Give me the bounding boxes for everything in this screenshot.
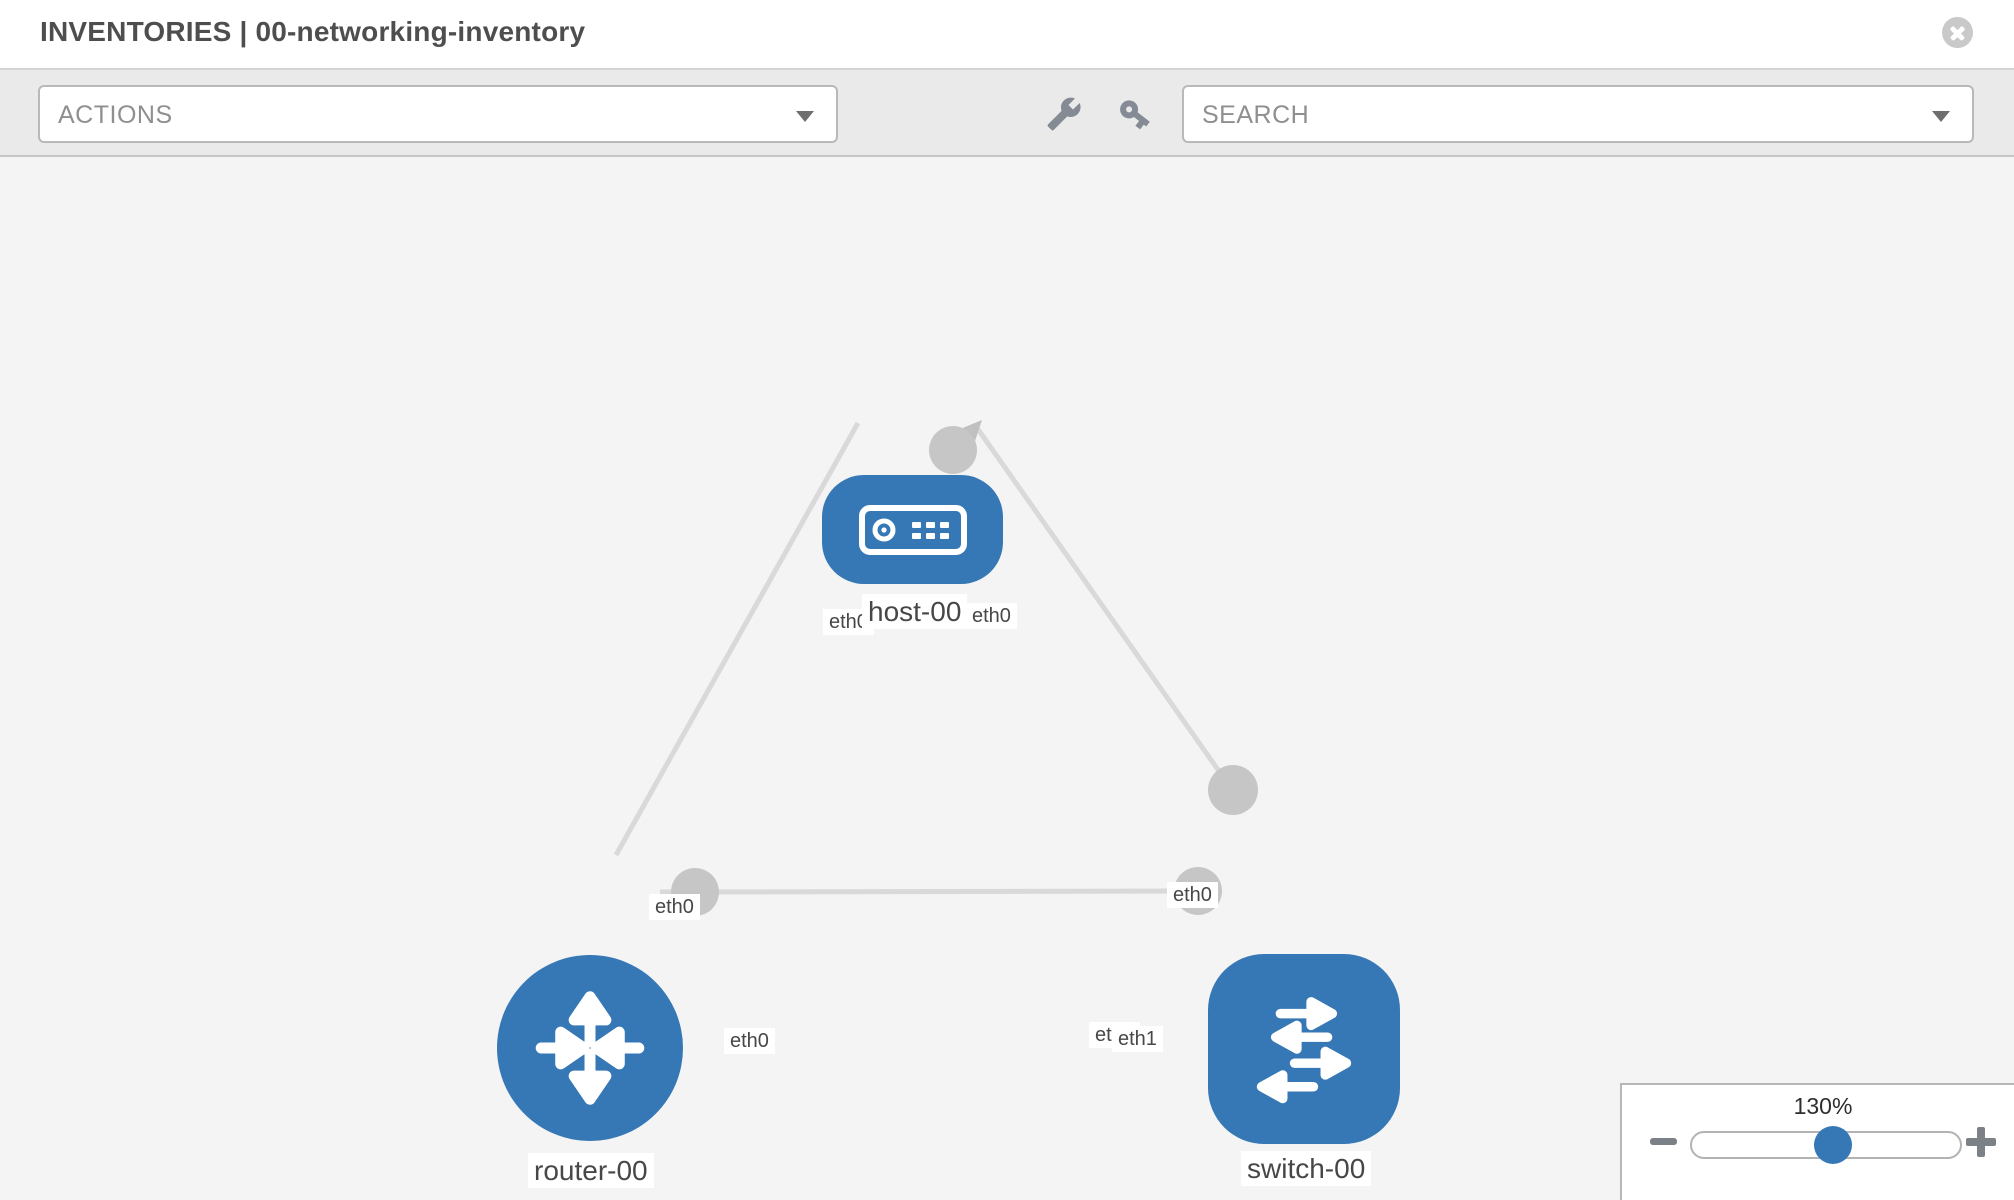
zoom-level: 130%: [1793, 1093, 1853, 1119]
chevron-down-icon: [1932, 111, 1950, 122]
zoom-out-button[interactable]: [1650, 1138, 1677, 1145]
node-label-switch-00: switch-00: [1241, 1151, 1372, 1187]
page-title: INVENTORIES | 00-networking-inventory: [40, 16, 586, 47]
interface-dot-switch-eth0: [1208, 765, 1258, 815]
node-switch-00[interactable]: [1208, 954, 1400, 1144]
wrench-icon[interactable]: [1046, 96, 1082, 132]
chevron-down-icon: [796, 111, 814, 122]
interface-label-eth0: eth0: [966, 603, 1017, 630]
header: INVENTORIES | 00-networking-inventory: [0, 0, 2014, 70]
toolbar: ACTIONS SEARCH: [0, 70, 2014, 157]
interface-label-eth1: eth1: [1112, 1026, 1163, 1053]
host-server-icon: [858, 504, 967, 555]
zoom-slider-thumb[interactable]: [1814, 1126, 1852, 1164]
router-icon: [535, 991, 645, 1105]
node-label-host-00: host-00: [862, 594, 968, 630]
edge-router-switch: [659, 888, 1216, 895]
key-icon[interactable]: [1117, 96, 1153, 132]
switch-icon: [1256, 997, 1352, 1104]
edge-host-router: [613, 421, 861, 857]
interface-label-eth0: eth0: [1167, 882, 1218, 909]
actions-dropdown[interactable]: ACTIONS: [38, 85, 838, 143]
interface-label-eth0: eth0: [649, 894, 700, 921]
interface-dot-host: [929, 426, 977, 474]
topology-canvas[interactable]: eth0 host-00 eth0 eth0 eth0 eth0 eth0 et…: [0, 157, 2014, 1200]
search-dropdown[interactable]: SEARCH: [1182, 85, 1974, 143]
node-router-00[interactable]: [497, 955, 683, 1141]
actions-dropdown-value: ACTIONS: [58, 101, 173, 129]
node-label-router-00: router-00: [528, 1153, 654, 1189]
plus-icon: [1977, 1127, 1985, 1157]
close-button[interactable]: [1942, 17, 1973, 48]
node-host-00[interactable]: [822, 475, 1003, 584]
topology-edges-layer: [613, 420, 1258, 916]
edge-host-switch: [972, 423, 1248, 810]
interface-label-eth0: eth0: [724, 1028, 775, 1055]
zoom-in-button[interactable]: [1966, 1127, 1996, 1157]
search-dropdown-value: SEARCH: [1202, 101, 1310, 129]
